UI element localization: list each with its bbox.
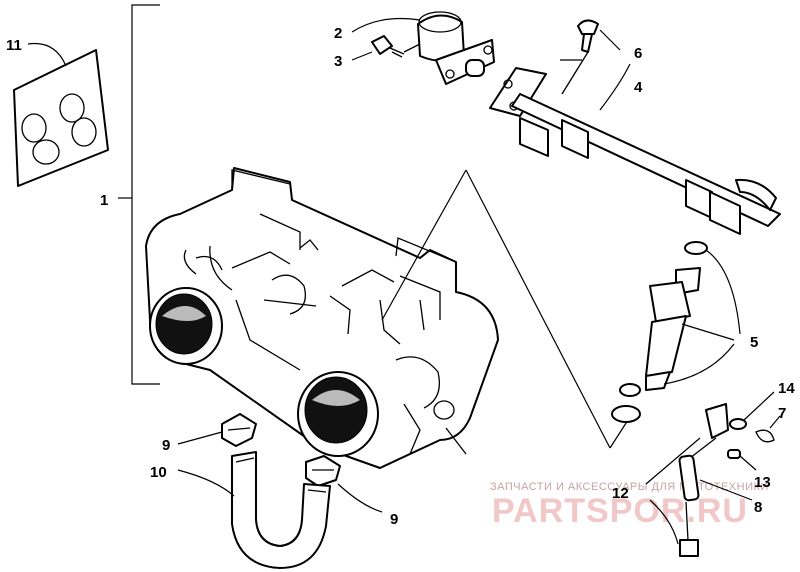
fuel-rail-4 — [489, 51, 781, 235]
callout-labels: 11 1 2 3 6 4 5 14 7 13 12 8 9 10 9 — [6, 25, 795, 528]
callout-2: 2 — [334, 25, 342, 42]
callout-10: 10 — [150, 464, 167, 481]
reference-lines — [381, 169, 629, 449]
watermark-brand: PARTSPOR.RU — [492, 492, 748, 530]
callout-5: 5 — [750, 334, 758, 351]
bracket-part-1 — [118, 4, 160, 385]
injector-5 — [611, 241, 741, 423]
callout-11: 11 — [6, 37, 22, 54]
pin-7 — [755, 415, 781, 443]
callout-13: 13 — [754, 474, 771, 491]
watermark: ЗАПЧАСТИ И АКСЕССУАРЫ ДЛЯ МОТОТЕХНИКИ PA… — [490, 481, 768, 530]
callout-7: 7 — [778, 405, 786, 422]
throttle-body-1 — [145, 167, 499, 469]
pressure-regulator-2 — [351, 11, 495, 85]
callout-4: 4 — [634, 79, 643, 96]
gasket-kit-11 — [13, 42, 109, 187]
clamp-9-lower — [305, 455, 383, 513]
callout-14: 14 — [778, 380, 795, 397]
callout-3: 3 — [334, 53, 342, 70]
washer-14 — [729, 391, 775, 430]
sensor-wire-12 — [645, 403, 729, 557]
pin-13 — [727, 449, 757, 471]
callout-9-lower: 9 — [390, 511, 398, 528]
hose-10 — [177, 451, 331, 569]
callout-9-upper: 9 — [162, 437, 170, 454]
callout-12: 12 — [612, 485, 629, 502]
grommet-8 — [699, 479, 753, 501]
clamp-9-upper — [177, 413, 257, 447]
callout-6: 6 — [634, 45, 642, 62]
callout-1: 1 — [100, 192, 108, 209]
screw-3 — [351, 35, 405, 61]
callout-8: 8 — [754, 499, 762, 516]
bolt-6 — [577, 19, 621, 53]
